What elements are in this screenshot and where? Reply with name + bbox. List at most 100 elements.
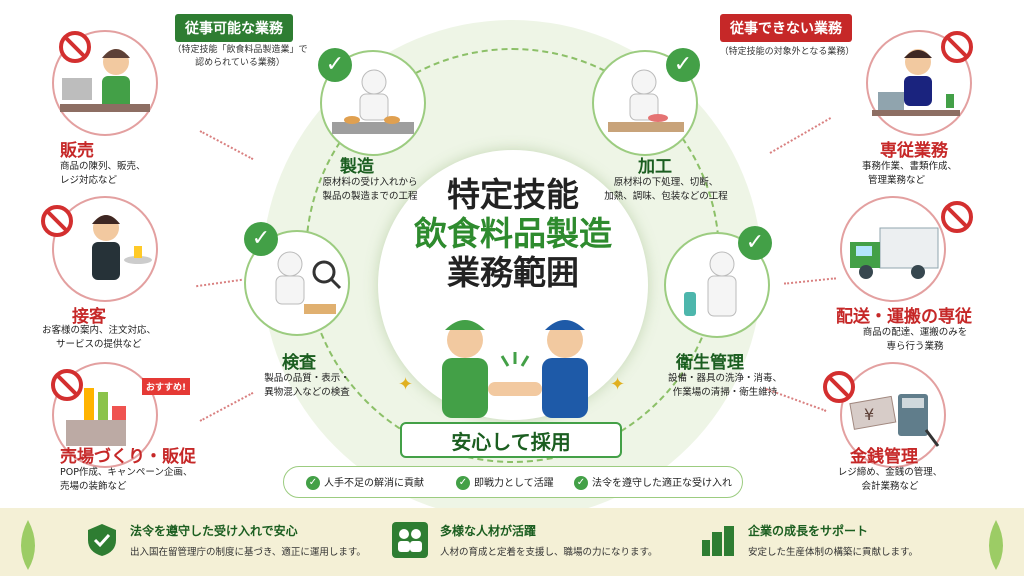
benefit-item: ✓ 人手不足の解消に貢献	[306, 474, 424, 490]
forbidden-desc-sales: 商品の陳列、販売、 レジ対応など	[60, 160, 190, 188]
footer-title-growth: 企業の成長をサポート	[748, 524, 869, 538]
processing-worker-icon	[608, 69, 684, 132]
processing-illustration	[592, 50, 698, 156]
benefit-text: 法令を遵守した適正な受け入れ	[592, 478, 732, 489]
forbidden-label-money: 金銭管理	[850, 447, 918, 467]
forbidden-label-sales-promotion: 売場づくり・販促	[60, 447, 196, 467]
benefit-text: 人手不足の解消に貢献	[324, 478, 424, 489]
desc-line: 専ら行う業務	[886, 341, 944, 352]
footer-title-diversity: 多様な人材が活躍	[440, 524, 537, 538]
desc-line: POP作成、キャンペーン企画、	[60, 467, 193, 478]
forbidden-desc-money: レジ締め、金銭の管理、 会計業務など	[820, 466, 960, 494]
sparkle-icon: ✦	[610, 374, 626, 395]
check-icon: ✓	[666, 48, 700, 82]
benefit-item: ✓即戦力として活躍	[456, 474, 554, 490]
desc-line: 原材料の受け入れから	[322, 177, 418, 188]
money-management-illustration: ¥	[840, 362, 946, 468]
connector-line	[199, 391, 254, 422]
office-work-illustration	[866, 30, 972, 136]
desc-line: 異物混入などの検査	[264, 387, 350, 398]
footer-title-compliance: 法令を遵守した受け入れで安心	[130, 524, 298, 538]
desc-line: 製品の品質・表示・	[264, 373, 350, 384]
shield-check-icon	[88, 524, 116, 556]
waiter-icon	[92, 215, 152, 280]
recommend-sign: おすすめ!	[142, 378, 191, 395]
office-worker-icon	[872, 49, 960, 116]
allowed-desc-processing: 原材料の下処理、切断、 加熱、調味、包装などの工程	[596, 176, 736, 204]
cashier-icon	[60, 49, 150, 112]
connector-line	[784, 277, 836, 285]
prohibited-icon	[941, 201, 973, 233]
forbidden-desc-office-work: 事務作業、書類作成、 管理業務など	[862, 160, 992, 188]
check-icon: ✓	[574, 476, 588, 490]
sales-floor-illustration	[52, 362, 158, 468]
desc-line: 加熱、調味、包装などの工程	[604, 191, 728, 202]
allowed-note-line2: 認められている業務）	[195, 58, 285, 68]
safe-hiring-banner: 安心して採用	[400, 422, 622, 458]
allowed-desc-inspection: 製品の品質・表示・ 異物混入などの検査	[252, 372, 362, 400]
forbidden-label-customer-service: 接客	[72, 307, 106, 327]
forbidden-header: 従事できない業務	[720, 14, 852, 42]
center-title-line2: 飲食料品製造	[414, 214, 612, 253]
desc-line: 事務作業、書類作成、	[862, 161, 958, 172]
connector-line	[196, 278, 242, 288]
desc-line: 管理業務など	[868, 175, 926, 186]
check-icon: ✓	[318, 48, 352, 82]
allowed-desc-manufacturing: 原材料の受け入れから 製品の製造までの工程	[310, 176, 430, 204]
prohibited-icon	[823, 371, 855, 403]
forbidden-label-delivery: 配送・運搬の専従	[836, 307, 972, 327]
connector-line	[199, 130, 254, 161]
desc-line: 商品の配達、運搬のみを	[862, 327, 968, 338]
allowed-label-inspection: 検査	[282, 353, 316, 373]
allowed-label-hygiene: 衛生管理	[676, 353, 744, 373]
benefit-item: ✓ 法令を遵守した適正な受け入れ	[574, 474, 732, 490]
desc-line: 作業場の清掃・衛生維持	[672, 387, 778, 398]
forbidden-desc-sales-promotion: POP作成、キャンペーン企画、 売場の装飾など	[60, 466, 230, 494]
footer-desc-compliance: 出入国在留管理庁の制度に基づき、適正に運用します。	[130, 547, 366, 558]
hygiene-worker-icon	[684, 251, 737, 317]
handshake-illustration	[442, 320, 588, 418]
forbidden-note: （特定技能の対象外となる業務）	[719, 47, 855, 57]
desc-line: 売場の装飾など	[60, 481, 127, 492]
manufacturing-illustration	[320, 50, 426, 156]
check-icon: ✓	[738, 226, 772, 260]
desc-line: レジ締め、金銭の管理、	[837, 467, 943, 478]
buildings-growth-icon	[702, 526, 734, 556]
allowed-note: （特定技能「飲食料品製造業」で 認められている業務）	[170, 44, 310, 70]
allowed-note-line1: （特定技能「飲食料品製造業」で	[172, 45, 308, 55]
leaf-icon	[989, 520, 1003, 570]
check-icon: ✓	[456, 476, 470, 490]
center-title-line1: 特定技能	[447, 175, 579, 214]
sparkle-icon: ✦	[398, 374, 414, 395]
allowed-desc-hygiene: 設備・器具の洗浄・消毒、 作業場の清掃・衛生維持	[660, 372, 790, 400]
forbidden-desc-customer-service: お客様の案内、注文対応、 サービスの提供など	[42, 324, 182, 352]
allowed-header: 従事可能な業務	[175, 14, 293, 42]
people-icon	[392, 522, 428, 558]
hygiene-illustration	[664, 232, 770, 338]
delivery-illustration	[840, 196, 946, 302]
prohibited-icon	[41, 205, 73, 237]
check-icon: ✓	[306, 476, 320, 490]
allowed-label-processing: 加工	[638, 157, 672, 177]
inspection-worker-icon	[275, 251, 342, 314]
center-circle	[378, 150, 648, 420]
svg-text:¥: ¥	[864, 405, 874, 424]
prohibited-icon	[59, 31, 91, 63]
desc-line: お客様の案内、注文対応、	[42, 325, 157, 336]
desc-line: 製品の製造までの工程	[322, 191, 418, 202]
desc-line: レジ対応など	[60, 175, 118, 186]
connector-line	[769, 117, 832, 154]
desc-line: サービスの提供など	[56, 339, 142, 350]
manufacturing-worker-icon	[332, 69, 414, 134]
allowed-label-manufacturing: 製造	[340, 157, 374, 177]
product-display-icon	[66, 388, 126, 446]
footer-desc-growth: 安定した生産体制の構築に貢献します。	[748, 547, 919, 558]
forbidden-label-office-work: 専従業務	[880, 141, 948, 161]
forbidden-desc-delivery: 商品の配達、運搬のみを 専ら行う業務	[850, 326, 980, 354]
desc-line: 設備・器具の洗浄・消毒、	[667, 373, 782, 384]
sales-illustration	[52, 30, 158, 136]
desc-line: 原材料の下処理、切断、	[613, 177, 719, 188]
leaf-icon	[21, 520, 35, 570]
center-title-line3: 業務範囲	[447, 253, 579, 292]
prohibited-icon	[51, 369, 83, 401]
